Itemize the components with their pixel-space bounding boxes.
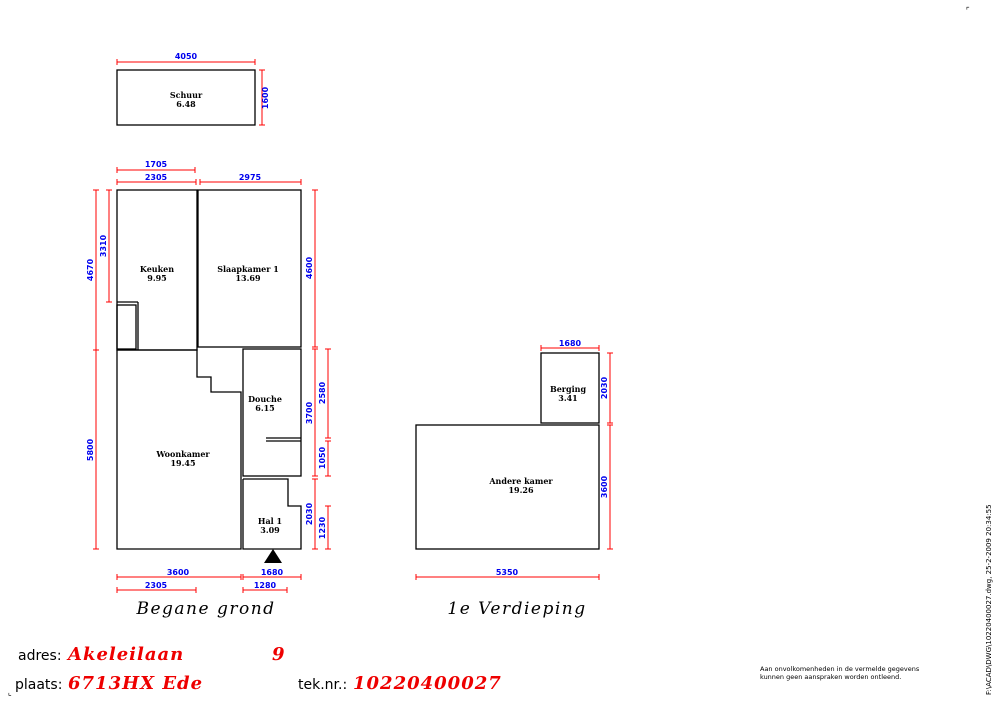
plaats-label: plaats:: [15, 677, 63, 693]
room-area-schuur: 6.48: [176, 99, 196, 109]
dim-right-2030: 2030: [305, 502, 314, 525]
schuur-walls: [116, 69, 256, 126]
dim-left-5800: 5800: [86, 438, 95, 461]
andere-kamer-walls: [415, 424, 600, 550]
room-name-slaapkamer: Slaapkamer 1: [217, 264, 279, 274]
dim-top-2305: 2305: [145, 173, 168, 182]
corner-mark-top-right: ⌜: [966, 6, 970, 15]
dim-top-1705: 1705: [145, 160, 168, 169]
room-area-slaapkamer: 13.69: [235, 273, 260, 283]
dim-left-3310: 3310: [99, 234, 108, 257]
room-area-hal: 3.09: [260, 525, 280, 535]
dim-berging-width: 1680: [559, 339, 582, 348]
keuken-closet: [116, 304, 137, 350]
disclaimer-line-2: kunnen geen aanspraken worden ontleend.: [760, 673, 902, 681]
disclaimer: Aan onvolkomenheden in de vermelde gegev…: [760, 665, 960, 681]
room-name-schuur: Schuur: [170, 90, 203, 100]
plaats-value: 6713HX Ede: [68, 673, 204, 694]
room-area-woonkamer: 19.45: [170, 458, 195, 468]
dim-andere-height: 3600: [600, 475, 609, 498]
first-floor-walls: [415, 352, 600, 550]
room-area-douche: 6.15: [255, 403, 274, 413]
floor-title-first: 1e Verdieping: [447, 599, 586, 619]
room-area-berging: 3.41: [558, 393, 577, 403]
entrance-arrow-icon: [264, 549, 282, 563]
room-area-keuken: 9.95: [147, 273, 166, 283]
dim-bottom-3600: 3600: [167, 568, 190, 577]
dim-right-1230: 1230: [318, 516, 327, 539]
berging-walls: [540, 352, 600, 424]
file-path-stamp: F:\ACAD\DWG\10220400027.dwg, 25-2-2009 2…: [985, 504, 993, 695]
dim-bottom-1680: 1680: [261, 568, 284, 577]
slaapkamer-walls: [197, 189, 302, 348]
room-name-berging: Berging: [550, 384, 587, 394]
adres-number: 9: [272, 644, 286, 665]
dim-bottom-1280: 1280: [254, 581, 277, 590]
room-name-woonkamer: Woonkamer: [155, 449, 210, 459]
dim-bottom-2305: 2305: [145, 581, 168, 590]
dim-right-1050: 1050: [318, 446, 327, 469]
floor-title-ground: Begane grond: [135, 599, 275, 619]
dim-right-2580: 2580: [318, 381, 327, 404]
room-name-hal: Hal 1: [258, 516, 282, 526]
room-name-keuken: Keuken: [140, 264, 174, 274]
dimension-labels: 4050 1705 2305 2975 3600 1680 2305 1280 …: [86, 52, 609, 590]
dim-schuur-width: 4050: [175, 52, 198, 61]
adres-street: Akeleilaan: [68, 644, 185, 665]
room-area-andere-kamer: 19.26: [508, 485, 533, 495]
adres-label: adres:: [18, 648, 62, 664]
dim-top-2975: 2975: [239, 173, 262, 182]
dimension-lines: [93, 59, 613, 593]
teknr-label: tek.nr.:: [298, 677, 348, 693]
dim-right-4600: 4600: [305, 256, 314, 279]
dim-right-3700: 3700: [305, 401, 314, 424]
teknr-value: 10220400027: [353, 673, 502, 694]
dim-left-4670: 4670: [86, 258, 95, 281]
room-name-douche: Douche: [248, 394, 282, 404]
room-name-andere-kamer: Andere kamer: [488, 476, 553, 486]
ground-floor-walls: [116, 69, 302, 563]
dim-schuur-height: 1600: [261, 86, 270, 109]
woonkamer-walls: [116, 349, 242, 550]
disclaimer-line-1: Aan onvolkomenheden in de vermelde gegev…: [760, 665, 920, 673]
hal-walls: [242, 478, 302, 550]
room-labels: Schuur 6.48 Keuken 9.95 Slaapkamer 1 13.…: [140, 90, 587, 535]
dim-berging-height: 2030: [600, 376, 609, 399]
douche-walls: [242, 348, 302, 477]
corner-mark-bottom-left: ⌞: [8, 688, 12, 697]
dim-andere-width: 5350: [496, 568, 519, 577]
